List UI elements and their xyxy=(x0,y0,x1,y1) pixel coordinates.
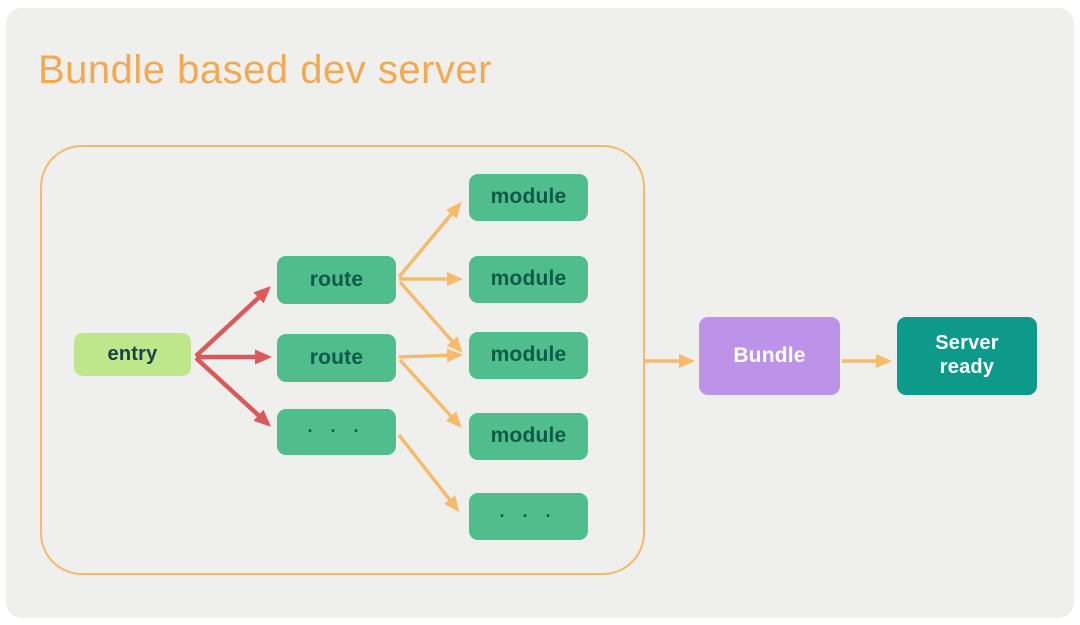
node-label-bundle: Bundle xyxy=(733,343,806,367)
node-label-module-1: module xyxy=(490,185,567,209)
page-title: Bundle based dev server xyxy=(38,48,492,92)
node-label-module-4: module xyxy=(490,424,567,448)
node-entry: entry xyxy=(74,333,191,376)
node-route-2: route xyxy=(277,334,396,382)
node-route-more: · · · xyxy=(277,409,396,455)
node-module-3: module xyxy=(469,332,588,379)
node-route-1: route xyxy=(277,256,396,304)
node-label-route-more: · · · xyxy=(307,421,366,442)
node-label-route-2: route xyxy=(309,345,364,369)
node-label-module-3: module xyxy=(490,343,567,367)
node-module-1: module xyxy=(469,174,588,221)
node-label-module-more: · · · xyxy=(499,505,558,526)
node-server-ready: Server ready xyxy=(897,317,1037,395)
node-label-module-2: module xyxy=(490,267,567,291)
node-bundle: Bundle xyxy=(699,317,840,395)
node-module-4: module xyxy=(469,413,588,460)
node-label-server-ready: Server ready xyxy=(935,332,999,378)
node-module-2: module xyxy=(469,256,588,303)
node-label-entry: entry xyxy=(107,342,158,365)
node-module-more: · · · xyxy=(469,493,588,540)
node-label-route-1: route xyxy=(309,267,364,291)
